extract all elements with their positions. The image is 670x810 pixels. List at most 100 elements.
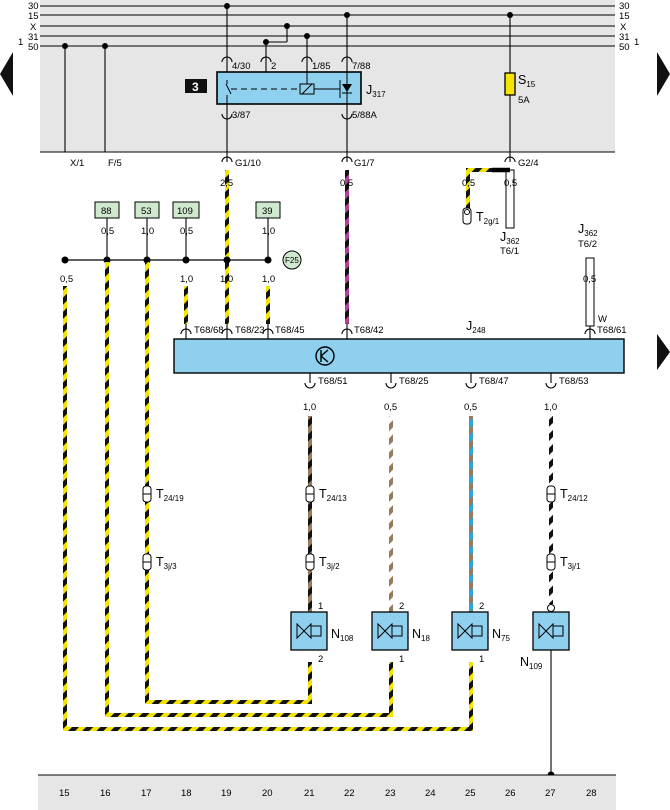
wire-size-bus-left: 0,5 — [60, 274, 73, 285]
ruler-23: 23 — [385, 788, 396, 799]
valve-n109: N109 — [520, 604, 570, 671]
control-module-j248: T68/68 T68/23 T68/45 T68/42 T68/61 W J24… — [173, 314, 627, 389]
connector-f5: F/5 — [108, 158, 122, 169]
j362-b-name: J362 — [578, 222, 598, 238]
wire-size-88: 0,5 — [101, 226, 114, 237]
badge-f25: F25 — [285, 256, 299, 265]
plug-t24-19: T24/19 — [156, 487, 184, 503]
wire-size-t68-25: 0,5 — [384, 402, 397, 413]
ruler-18: 18 — [181, 788, 192, 799]
ruler-25: 25 — [465, 788, 476, 799]
module-pin-t68-53: T68/53 — [559, 376, 589, 387]
ruler-19: 19 — [221, 788, 232, 799]
j362-b-pin: T6/2 — [578, 239, 597, 250]
module-pin-t68-45: T68/45 — [275, 325, 305, 336]
wire-size-t68-53: 1,0 — [544, 402, 557, 413]
relay-name: J317 — [366, 83, 386, 99]
ruler-27: 27 — [545, 788, 556, 799]
ref-box-88: 88 — [101, 206, 112, 217]
valve-n75-pin-bottom: 1 — [479, 654, 484, 665]
valve-n75: 2 1 N75 — [451, 601, 510, 665]
rail-label-left-50: 50 — [28, 42, 39, 53]
plug-t24-12: T24/12 — [560, 487, 588, 503]
wire-size-g1-10: 2,5 — [220, 178, 233, 189]
module-name: J248 — [466, 319, 486, 335]
rail-label-left-15: 15 — [28, 11, 39, 22]
rail-label-right-30: 30 — [619, 1, 630, 12]
connector-g1-10: G1/10 — [235, 158, 261, 169]
fuse-s15: S15 5A — [504, 12, 536, 152]
fuse-name: S15 — [518, 73, 536, 89]
connector-g2-4: G2/4 — [518, 158, 539, 169]
wire-size-g2-4-a: 0,5 — [462, 178, 475, 189]
rail-label-right-50: 50 — [619, 42, 630, 53]
wire-size-39: 1,0 — [262, 226, 275, 237]
relay-pin-3-87: 3/87 — [232, 110, 251, 121]
module-pin-t68-51: T68/51 — [318, 376, 348, 387]
ruler-20: 20 — [262, 788, 273, 799]
next-page-arrow-top[interactable] — [657, 52, 670, 96]
rail-marker-right: 1 — [634, 37, 639, 48]
valve-n108-name: N108 — [331, 627, 354, 643]
ruler-16: 16 — [100, 788, 111, 799]
wire-size-109: 0,5 — [180, 226, 193, 237]
valve-n108-pin-top: 1 — [318, 601, 323, 612]
ruler-21: 21 — [304, 788, 315, 799]
relay-number-badge — [185, 79, 207, 93]
module-pin-t68-68: T68/68 — [194, 325, 224, 336]
wire-size-t68-61: 0,5 — [583, 274, 596, 285]
prev-page-arrow[interactable] — [0, 52, 13, 96]
valve-n108: 1 2 N108 — [290, 601, 354, 665]
rail-marker-left: 1 — [18, 37, 23, 48]
reference-boxes: 88 53 109 39 0,5 1,0 0,5 1,0 — [94, 201, 281, 260]
ruler-22: 22 — [344, 788, 355, 799]
rail-label-left-31: 31 — [28, 32, 39, 43]
j362-branch: J362 T6/2 0,5 — [578, 222, 598, 327]
module-pin-t68-61: T68/61 — [597, 325, 627, 336]
valve-n18-pin-bottom: 1 — [399, 654, 404, 665]
column-ruler: 15 16 17 18 19 20 21 22 23 24 25 26 27 2… — [38, 774, 616, 810]
wire-size-53: 1,0 — [141, 226, 154, 237]
valve-n108-pin-bottom: 2 — [318, 654, 323, 665]
module-pin-t68-42: T68/42 — [354, 325, 384, 336]
relay-pin-2: 2 — [271, 61, 276, 72]
relay-pin-5-88a: 5/88A — [352, 110, 377, 121]
wire-bundle-lower: 1,0 0,5 0,5 1,0 — [303, 402, 557, 612]
rail-label-right-15: 15 — [619, 11, 630, 22]
valve-n18-name: N18 — [412, 627, 430, 643]
wire-size-bus-109: 1,0 — [180, 274, 193, 285]
wire-size-g2-4-b: 0,5 — [504, 178, 517, 189]
ruler-24: 24 — [425, 788, 436, 799]
power-rails: 30 15 X 31 50 1 30 15 X 31 50 1 — [18, 1, 639, 53]
module-pin-w: W — [598, 314, 607, 325]
wire-size-g1-7: 0,5 — [340, 178, 353, 189]
fuse-rating: 5A — [518, 95, 530, 106]
valve-n75-name: N75 — [492, 627, 510, 643]
next-page-arrow-module[interactable] — [657, 334, 670, 370]
connector-x1: X/1 — [70, 158, 84, 169]
ruler-26: 26 — [505, 788, 516, 799]
wire-size-bus-39: 1,0 — [262, 274, 275, 285]
j362-a-name: J362 — [500, 230, 520, 246]
ruler-15: 15 — [59, 788, 70, 799]
valve-n18-pin-top: 2 — [399, 601, 404, 612]
valve-n109-name: N109 — [520, 655, 543, 671]
relay-number: 3 — [192, 80, 199, 94]
plug-t3j2: T3j/2 — [319, 555, 340, 571]
return-wires — [63, 262, 555, 779]
relay-pin-1-85: 1/85 — [312, 61, 331, 72]
module-pin-t68-23: T68/23 — [235, 325, 265, 336]
plug-connectors: T24/19 T3j/3 T24/13 T3j/2 T24/12 T3j/1 — [142, 485, 588, 571]
relay-pin-7-88: 7/88 — [352, 61, 371, 72]
ground-connectors: X/1 F/5 — [62, 43, 122, 169]
ground-bus: F25 0,5 1,0 1,0 1,0 — [60, 250, 302, 324]
ref-box-109: 109 — [177, 206, 193, 217]
plug-t2g: T2g/1 — [476, 210, 500, 226]
plug-t3j1: T3j/1 — [560, 555, 581, 571]
wire-size-t68-47: 0,5 — [464, 402, 477, 413]
rail-label-left-30: 30 — [28, 1, 39, 12]
relay-j317: 3 4/30 2 1/85 7/88 3/87 5/88A J317 — [185, 3, 386, 121]
valve-n18: 2 1 N18 — [371, 601, 430, 665]
ruler-17: 17 — [141, 788, 152, 799]
